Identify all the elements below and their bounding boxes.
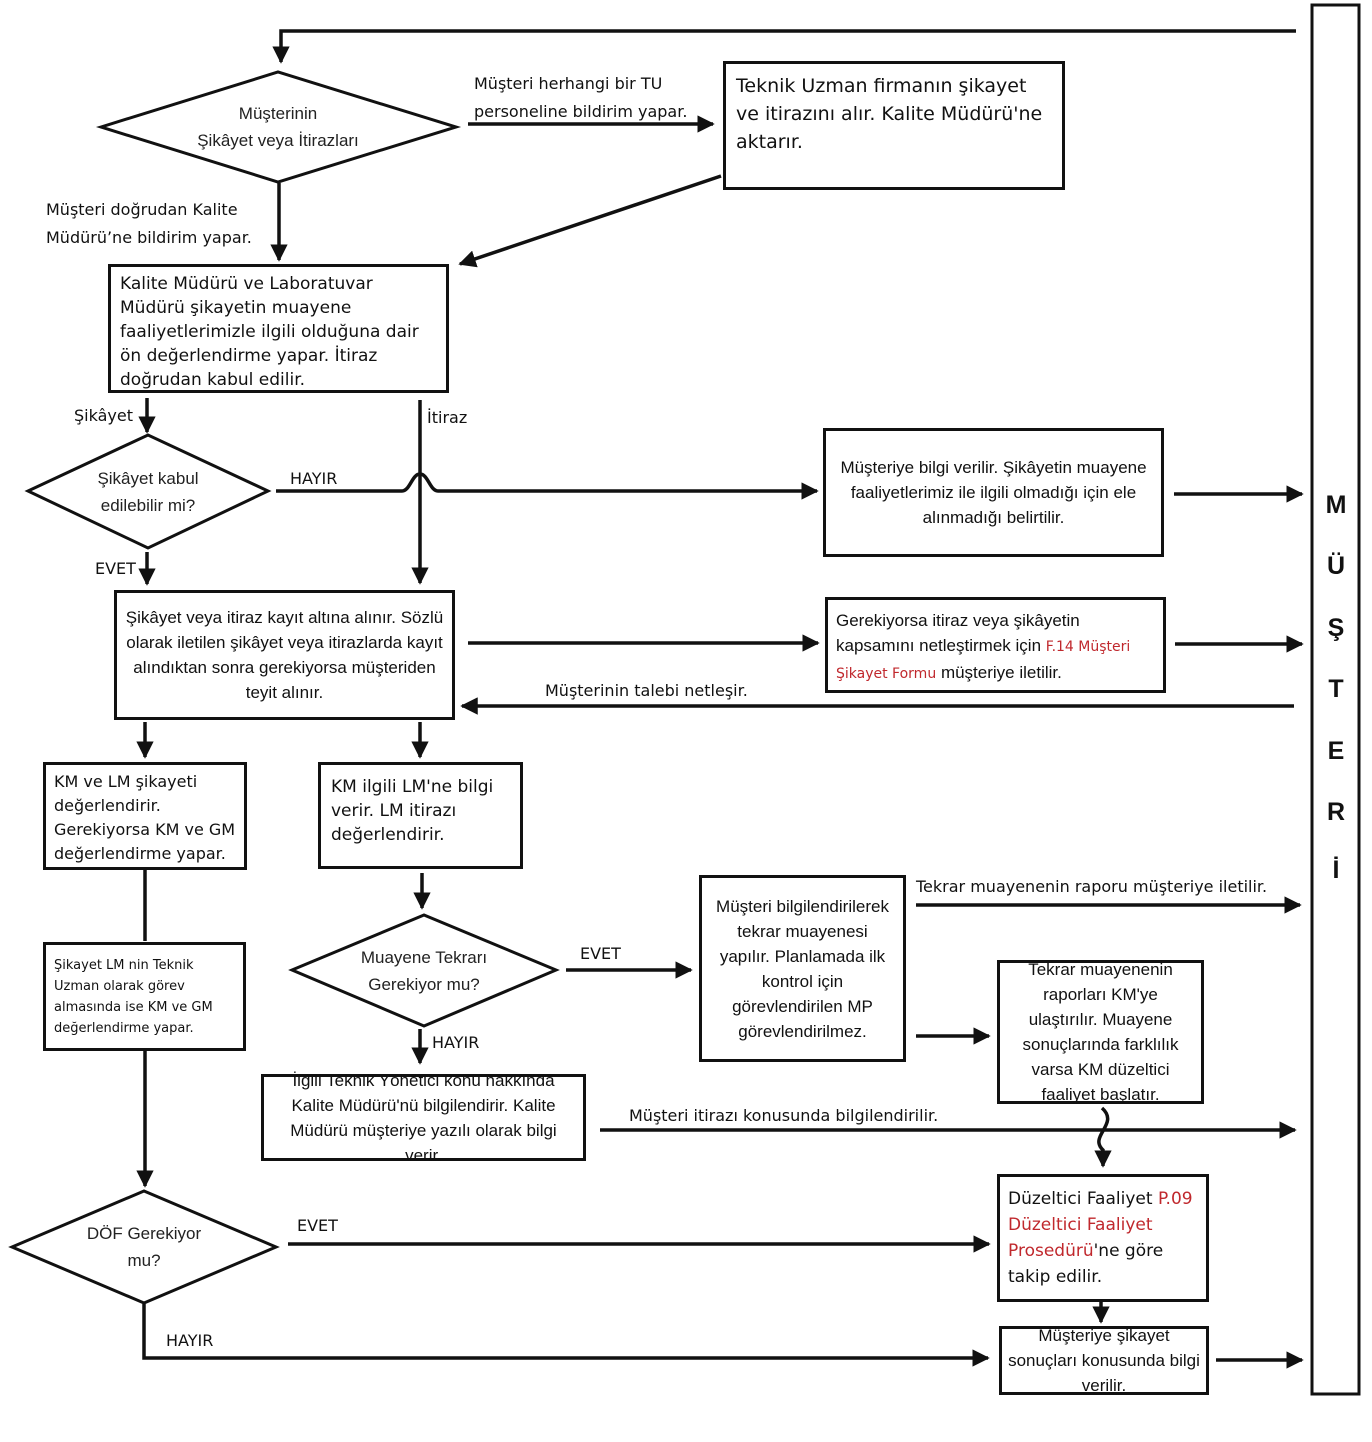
form-reference-f14: F.14 Müşteri Şikayet Formu xyxy=(836,639,1131,682)
arrow-b10-to-b12 xyxy=(1094,1106,1112,1168)
customer-letter-1: M xyxy=(1325,491,1347,519)
diamond-1-text: Müşterinin Şikâyet veya İtirazları xyxy=(197,104,359,150)
label-talep-netlesir: Müşterinin talebi netleşir. xyxy=(545,681,748,700)
label-sikayet: Şikâyet xyxy=(74,406,133,425)
process-box-reinspection: Müşteri bilgilendirilerek tekrar muayene… xyxy=(699,875,906,1062)
customer-letter-7: İ xyxy=(1332,856,1340,884)
process-box-clarify-scope: Gerekiyorsa itiraz veya şikâyetin kapsam… xyxy=(825,597,1166,693)
decision-diamond-2 xyxy=(24,433,272,550)
arrow-b1-to-b2 xyxy=(458,174,722,268)
customer-letter-5: E xyxy=(1327,737,1345,765)
arrow-d4-to-b13 xyxy=(142,1304,990,1367)
decision-diamond-4 xyxy=(8,1189,280,1305)
label-hayir-d3: HAYIR xyxy=(432,1033,480,1052)
label-hayir-d4: HAYIR xyxy=(166,1331,214,1350)
label-evet-d4: EVET xyxy=(297,1216,338,1235)
process-box-reinspection-reports: Tekrar muayenenin raporları KM'ye ulaştı… xyxy=(997,960,1204,1104)
customer-letter-4: T xyxy=(1328,675,1344,703)
label-itiraz: İtiraz xyxy=(427,408,468,427)
label-hayir-d2: HAYIR xyxy=(290,469,338,488)
label-evet-d2: EVET xyxy=(95,559,136,578)
process-box-inform-not-related: Müşteriye bilgi verilir. Şikâyetin muaye… xyxy=(823,428,1164,557)
diamond-4-text: DÖF Gerekiyor mu? xyxy=(86,1224,202,1270)
customer-column xyxy=(1310,3,1361,1396)
diamond-3-text: Muayene Tekrarı Gerekiyor mu? xyxy=(360,948,488,994)
process-box-preliminary-evaluation: Kalite Müdürü ve Laboratuvar Müdürü şika… xyxy=(108,264,449,393)
process-box-km-lm-evaluate: KM ve LM şikayeti değerlendirir. Gerekiy… xyxy=(43,762,247,870)
label-notify-tu: Müşteri herhangi bir TU personeline bild… xyxy=(474,74,688,121)
decision-diamond-1 xyxy=(95,70,462,184)
customer-letter-2: Ü xyxy=(1326,552,1346,580)
arrow-d2-to-b3 xyxy=(276,472,819,500)
arrow-top-loop xyxy=(272,29,1296,64)
process-box-technical-manager-informs: İlgili Teknik Yönetici konu hakkında Kal… xyxy=(261,1071,586,1165)
customer-letter-3: Ş xyxy=(1327,614,1345,642)
label-itiraz-bilgi: Müşteri itirazı konusunda bilgilendirili… xyxy=(629,1106,939,1125)
diamond-2-text: Şikâyet kabul edilebilir mi? xyxy=(97,469,199,515)
label-evet-d3: EVET xyxy=(580,944,621,963)
label-tekrar-rapor: Tekrar muayenenin raporu müşteriye ileti… xyxy=(916,877,1268,896)
process-box-lm-evaluates-objection: KM ilgili LM'ne bilgi verir. LM itirazı … xyxy=(318,762,523,869)
procedure-reference-p09: P.09 Düzeltici Faaliyet Prosedürü xyxy=(1008,1189,1193,1261)
process-box-inform-results: Müşteriye şikayet sonuçları konusunda bi… xyxy=(999,1326,1209,1395)
process-box-technical-expert: Teknik Uzman firmanın şikayet ve itirazı… xyxy=(723,61,1065,190)
process-box-record-complaint: Şikâyet veya itiraz kayıt altına alınır.… xyxy=(114,590,455,720)
process-box-lm-technical-expert: Şikayet LM nin Teknik Uzman olarak görev… xyxy=(43,942,246,1051)
customer-letter-6: R xyxy=(1326,798,1346,826)
label-direct-km: Müşteri doğrudan Kalite Müdürü’ne bildir… xyxy=(46,200,252,247)
process-box-corrective-action: Düzeltici Faaliyet P.09 Düzeltici Faaliy… xyxy=(997,1174,1209,1302)
decision-diamond-3 xyxy=(288,913,560,1028)
